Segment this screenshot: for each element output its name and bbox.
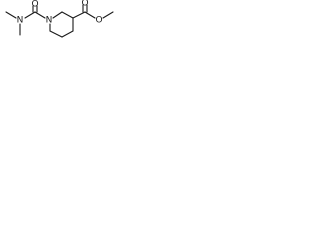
bond-amide-carbon-to-ring-n [34,11,46,19]
atom-label-ester-carbonyl-oxygen: O [81,0,88,9]
atom-label-ester-ether-oxygen: O [95,16,102,26]
molecule-structure-diagram: N O N O O [5,0,114,38]
bond-layer [5,4,114,38]
atom-label-ring-nitrogen: N [46,16,53,26]
atom-label-dimethyl-nitrogen: N [17,16,24,26]
bond-methyl-top-to-n [5,11,17,19]
bond-c3-to-ester-carbon [72,11,86,19]
bond-ester-carbon-to-ether-oxygen [84,11,96,19]
bond-ring-c4-to-c5 [61,30,74,38]
atom-label-amide-oxygen: O [31,0,38,10]
atom-label-layer: N O N O O [17,0,103,26]
bond-ether-oxygen-to-methyl [102,11,114,19]
bond-ring-c2-to-c3 [61,11,74,19]
bond-n-to-amide-carbon [24,11,36,19]
bond-ring-c5-to-c6 [49,30,63,38]
bond-ring-n-to-c2 [52,11,63,19]
